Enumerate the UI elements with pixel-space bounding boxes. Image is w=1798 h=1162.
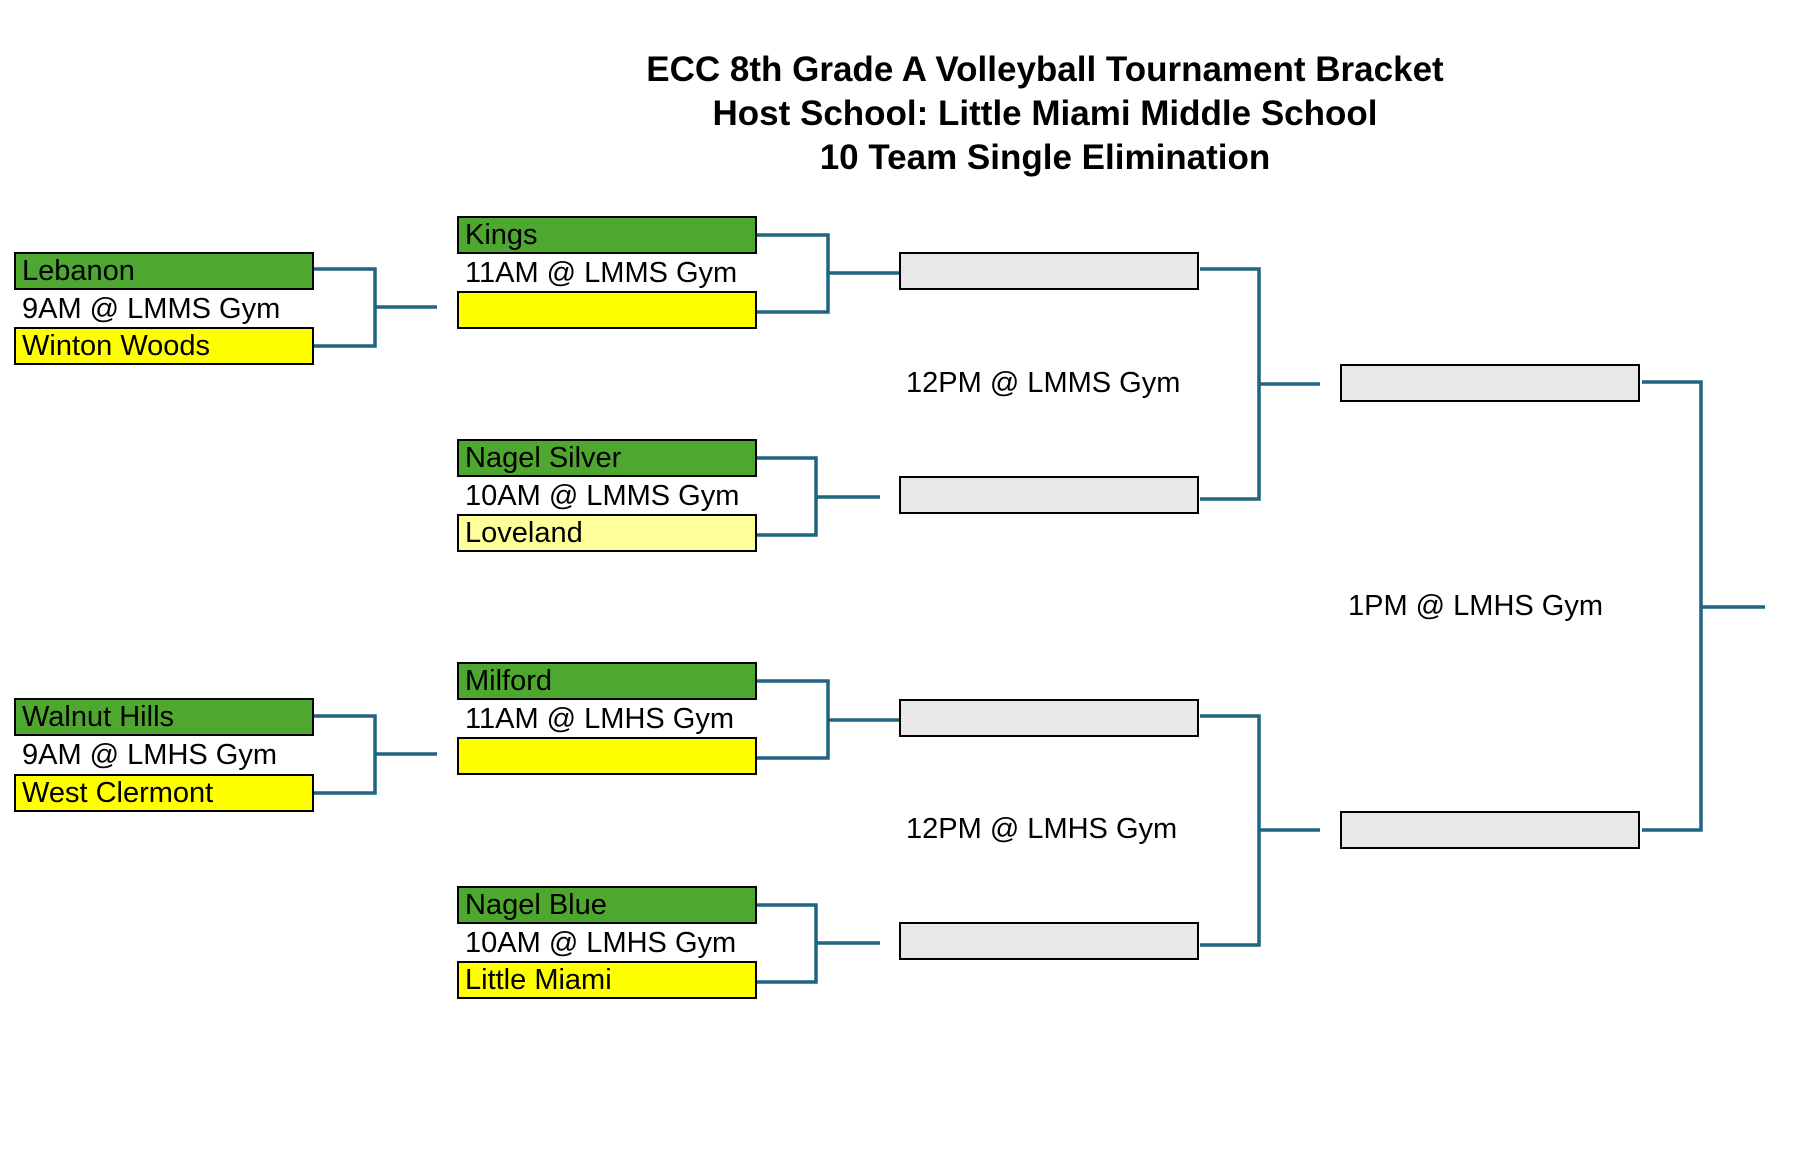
connector-final [1642,380,1765,832]
semifinal-time-2: 12PM @ LMHS Gym [906,813,1178,845]
match-time-r1-b: 9AM @ LMHS Gym [22,739,278,771]
semifinal-slot-2 [899,476,1199,514]
final-slot-1 [1340,364,1640,402]
connector-sf-a [1200,267,1320,501]
semifinal-time-1: 12PM @ LMMS Gym [906,367,1181,399]
match-time-r2-c: 11AM @ LMHS Gym [465,703,735,735]
connector-r2-d [757,903,880,984]
team-box-kings: Kings [457,216,757,254]
connector-sf-b [1200,714,1320,947]
final-time: 1PM @ LMHS Gym [1348,590,1604,622]
title-line-3: 10 Team Single Elimination [819,138,1271,177]
connector-r2-a [757,233,901,314]
match-time-r2-b: 10AM @ LMMS Gym [465,480,740,512]
bracket-title: ECC 8th Grade A Volleyball Tournament Br… [0,48,1798,180]
connector-r1-a [314,267,437,348]
team-box-west-clermont: West Clermont [14,774,314,812]
final-slot-2 [1340,811,1640,849]
title-line-1: ECC 8th Grade A Volleyball Tournament Br… [646,50,1444,89]
match-time-r2-a: 11AM @ LMMS Gym [465,257,738,289]
team-box-nagel-silver: Nagel Silver [457,439,757,477]
connector-r1-b [314,714,437,795]
team-box-lebanon: Lebanon [14,252,314,290]
connector-r2-b [757,456,880,537]
team-box-nagel-blue: Nagel Blue [457,886,757,924]
team-box-milford: Milford [457,662,757,700]
semifinal-slot-3 [899,699,1199,737]
team-box-winner-r1-b [457,737,757,775]
semifinal-slot-1 [899,252,1199,290]
team-box-little-miami: Little Miami [457,961,757,999]
title-line-2: Host School: Little Miami Middle School [712,94,1378,133]
semifinal-slot-4 [899,922,1199,960]
team-box-winner-r1-a [457,291,757,329]
match-time-r2-d: 10AM @ LMHS Gym [465,927,737,959]
team-box-loveland: Loveland [457,514,757,552]
team-box-walnut-hills: Walnut Hills [14,698,314,736]
connector-r2-c [757,679,901,760]
match-time-r1-a: 9AM @ LMMS Gym [22,293,281,325]
team-box-winton-woods: Winton Woods [14,327,314,365]
